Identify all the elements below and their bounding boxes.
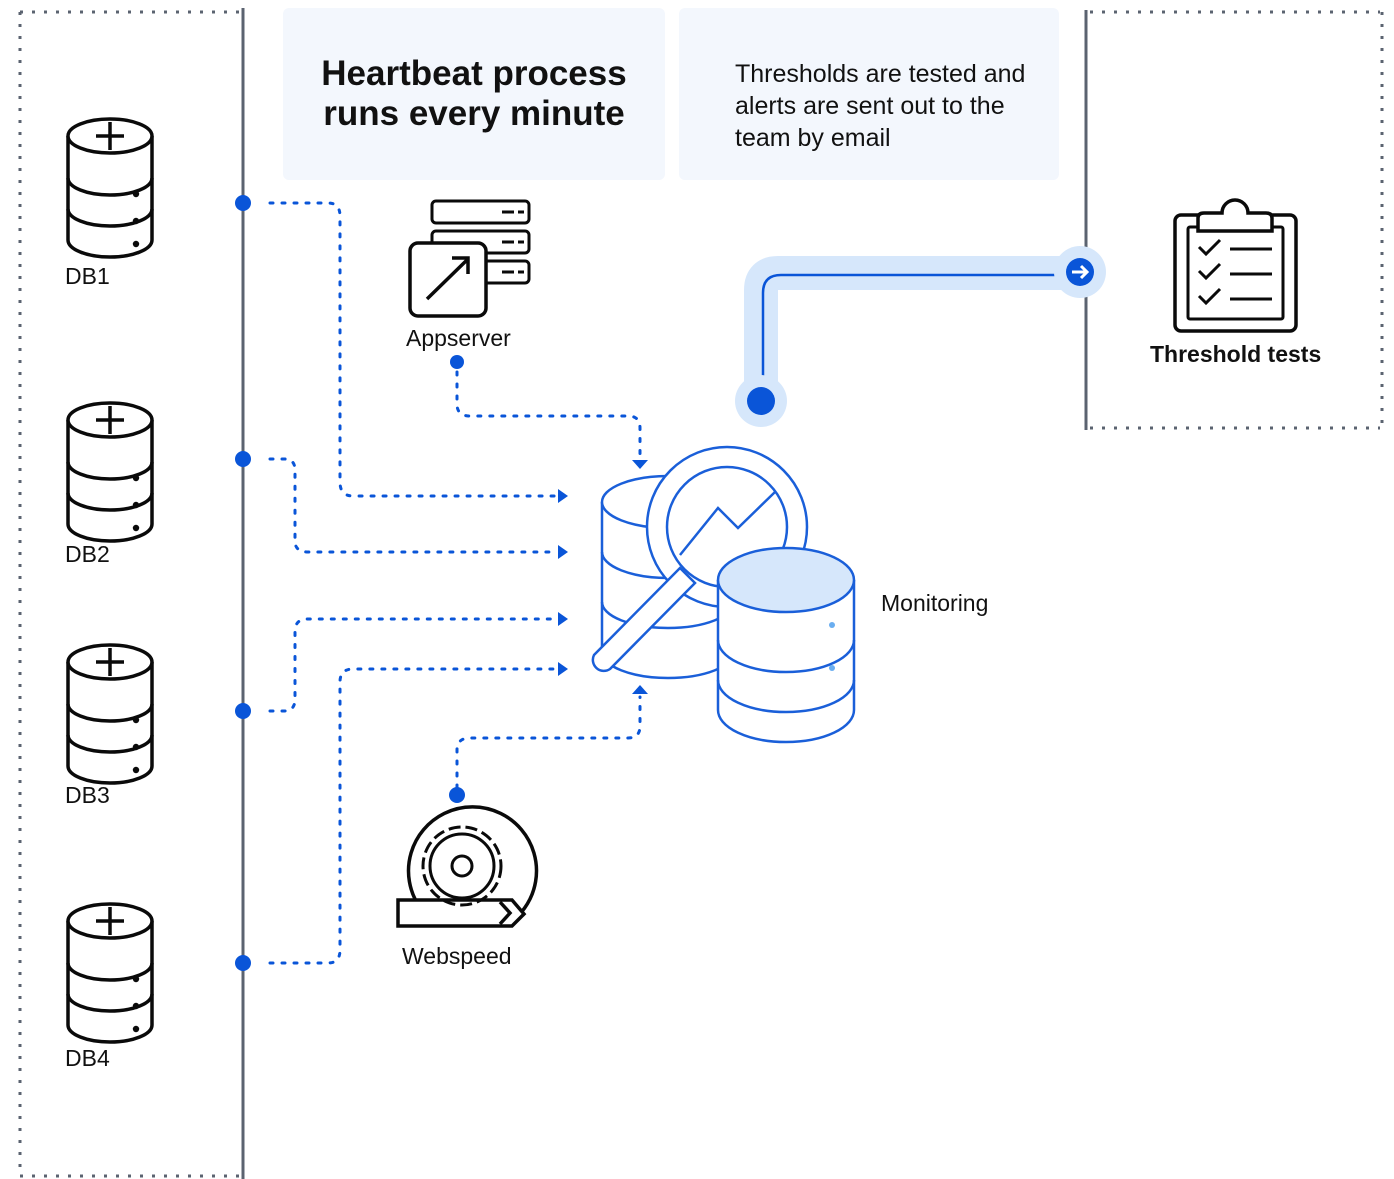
connector-db2 bbox=[268, 457, 558, 554]
threshold-region bbox=[1084, 10, 1384, 430]
database-icon bbox=[66, 401, 154, 543]
threshold-info-panel: Thresholds are tested and alerts are sen… bbox=[679, 8, 1059, 180]
threshold-note: Thresholds are tested and alerts are sen… bbox=[735, 60, 1026, 152]
db1-label: DB1 bbox=[65, 263, 110, 289]
connector-db4 bbox=[268, 667, 558, 965]
webspeed-label: Webspeed bbox=[402, 943, 512, 969]
database-icon bbox=[66, 117, 154, 259]
junction-dots bbox=[235, 195, 465, 971]
heartbeat-title: Heartbeat process runs every minute bbox=[321, 54, 627, 133]
webspeed-icon bbox=[396, 805, 539, 928]
db2-label: DB2 bbox=[65, 541, 110, 567]
clipboard-checklist-icon bbox=[1173, 198, 1298, 333]
connector-db3 bbox=[268, 617, 558, 713]
db3-label: DB3 bbox=[65, 782, 110, 808]
connector-webspeed bbox=[455, 695, 642, 790]
connectors bbox=[268, 201, 642, 965]
threshold-tests-label: Threshold tests bbox=[1150, 341, 1322, 367]
monitoring-label: Monitoring bbox=[881, 590, 989, 616]
db4-label: DB4 bbox=[65, 1045, 110, 1071]
monitoring-icon bbox=[591, 445, 856, 744]
appserver-label: Appserver bbox=[406, 325, 511, 351]
connector-db1 bbox=[268, 201, 558, 498]
connector-appserver bbox=[455, 370, 642, 457]
database-icon bbox=[66, 902, 154, 1044]
arrowheads bbox=[558, 460, 648, 694]
server-icon bbox=[408, 199, 531, 318]
alert-path bbox=[735, 256, 1080, 427]
heartbeat-info-panel: Heartbeat process runs every minute bbox=[283, 8, 665, 180]
arrow-right-icon bbox=[1054, 246, 1106, 298]
database-icon bbox=[66, 643, 154, 785]
